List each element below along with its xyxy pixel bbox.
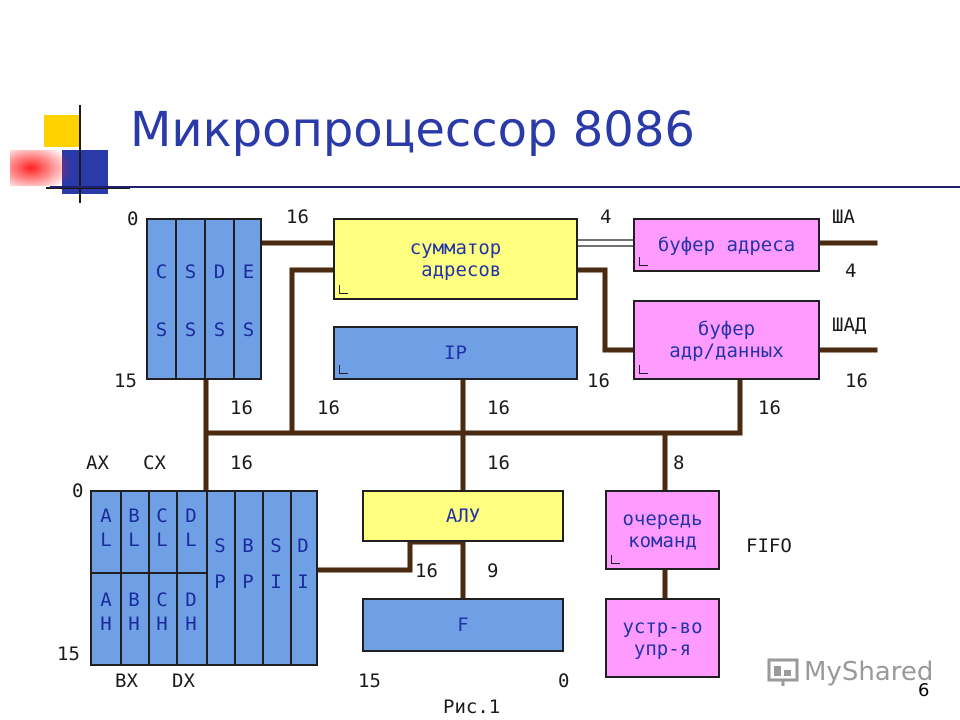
title-underline xyxy=(50,186,960,188)
watermark-text: MyShared xyxy=(804,657,934,687)
register-bl: B L xyxy=(128,505,140,551)
label-sha-4: 4 xyxy=(845,260,857,282)
label-seg-top: 0 xyxy=(127,208,139,230)
label-cx: CX xyxy=(143,452,166,474)
watermark: MyShared xyxy=(766,656,933,688)
label-f-15: 15 xyxy=(358,670,381,692)
segment-register-ss: S S xyxy=(184,261,197,341)
decorative-corner-graphic xyxy=(10,105,130,203)
instruction-pointer: IP xyxy=(333,326,578,380)
general-registers: A L B L C L D L A H B H C H D H S P B P … xyxy=(90,490,318,666)
segment-register-ds: D S xyxy=(213,261,226,341)
address-buffer: буфер адреса xyxy=(633,218,820,272)
label-bus-16-top: 16 xyxy=(286,206,309,228)
label-seg-bottom: 15 xyxy=(114,370,137,392)
register-di: D I xyxy=(297,535,309,593)
label-ax: AX xyxy=(86,452,109,474)
presentation-icon xyxy=(767,658,799,686)
register-bh: B H xyxy=(128,589,140,635)
label-gr-bottom: 15 xyxy=(57,643,80,665)
segment-registers: C S S S D S E S xyxy=(146,218,262,380)
flags-register: F xyxy=(362,598,564,652)
alu-block: АЛУ xyxy=(362,490,564,542)
label-sha: ША xyxy=(832,206,855,228)
label-bus-16-a: 16 xyxy=(230,397,253,419)
page-number: 6 xyxy=(918,680,930,701)
label-gr-16: 16 xyxy=(230,452,253,474)
register-al: A L xyxy=(100,505,112,551)
label-gr-top: 0 xyxy=(72,480,84,502)
label-alu-in-16: 16 xyxy=(415,560,438,582)
segment-register-es: E S xyxy=(242,261,255,341)
label-queue-8: 8 xyxy=(673,452,685,474)
label-alu-out-9: 9 xyxy=(487,560,499,582)
label-bus-4-top: 4 xyxy=(600,206,612,228)
register-si: S I xyxy=(270,535,282,593)
label-shad: ШАД xyxy=(832,314,867,336)
label-bus-16-d: 16 xyxy=(758,397,781,419)
label-fifo: FIFO xyxy=(746,535,792,557)
label-bus-16-b: 16 xyxy=(317,397,340,419)
control-unit: устр-во упр-я xyxy=(605,598,720,678)
label-dx: DX xyxy=(172,670,195,692)
register-cl: C L xyxy=(156,505,168,551)
register-dl: D L xyxy=(185,505,197,551)
label-alu-16: 16 xyxy=(487,452,510,474)
label-f-0: 0 xyxy=(558,670,570,692)
segment-register-cs: C S xyxy=(155,261,168,341)
register-bp: B P xyxy=(242,535,254,593)
address-adder: сумматор адресов xyxy=(333,218,578,300)
register-sp: S P xyxy=(214,535,226,593)
address-data-buffer: буфер адр/данных xyxy=(633,300,820,380)
label-bx: BX xyxy=(115,670,138,692)
figure-caption: Рис.1 xyxy=(443,696,501,718)
register-dh: D H xyxy=(185,589,197,635)
slide-title: Микропроцессор 8086 xyxy=(130,102,695,158)
instruction-queue: очередь команд xyxy=(605,490,720,570)
register-ah: A H xyxy=(100,589,112,635)
register-ch: C H xyxy=(156,589,168,635)
label-buf-16: 16 xyxy=(587,370,610,392)
label-bus-16-c: 16 xyxy=(487,397,510,419)
label-shad-16: 16 xyxy=(845,370,868,392)
